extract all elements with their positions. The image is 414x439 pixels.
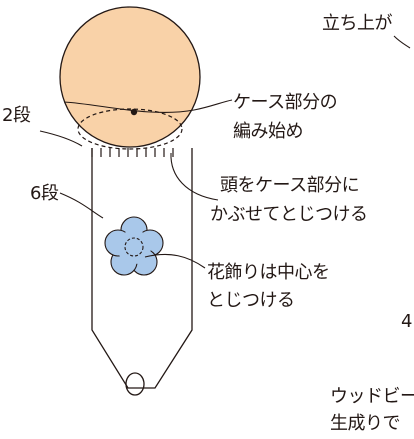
label-rows-6: 6段: [30, 183, 59, 204]
leader-rows-2: [39, 130, 83, 147]
flower-center-dashed: [124, 237, 144, 257]
leader-head-attach: [170, 152, 219, 201]
head-circle: [59, 6, 201, 148]
label-rows-2: 2段: [2, 105, 31, 126]
stitch-ticks: [91, 148, 174, 157]
label-flower-line1: 花飾りは中心を: [207, 262, 330, 283]
label-head-attach-line1: 頭をケース部分に: [220, 175, 360, 196]
flower-ornament: [104, 216, 164, 276]
case-start-dot: [130, 108, 138, 116]
leader-flower: [144, 253, 206, 269]
hanging-loop: [125, 372, 145, 396]
leader-top-right: [393, 35, 411, 49]
leader-case-start: [63, 99, 233, 113]
label-case-start-line1: ケース部分の: [233, 92, 338, 113]
label-flower-line2: とじつける: [207, 290, 295, 311]
label-case-start-line2: 編み始め: [233, 121, 304, 142]
label-head-attach-line2: かぶせてとじつける: [210, 204, 368, 225]
case-rim-dashed: [77, 108, 183, 150]
label-bottom-partial-line1: ウッドビー: [330, 386, 414, 407]
leader-rows-6: [59, 192, 104, 219]
label-top-right: 立ち上が: [322, 13, 393, 34]
label-partial-digit: 4: [401, 311, 412, 332]
label-bottom-partial-line2: 生成りで: [330, 413, 401, 434]
